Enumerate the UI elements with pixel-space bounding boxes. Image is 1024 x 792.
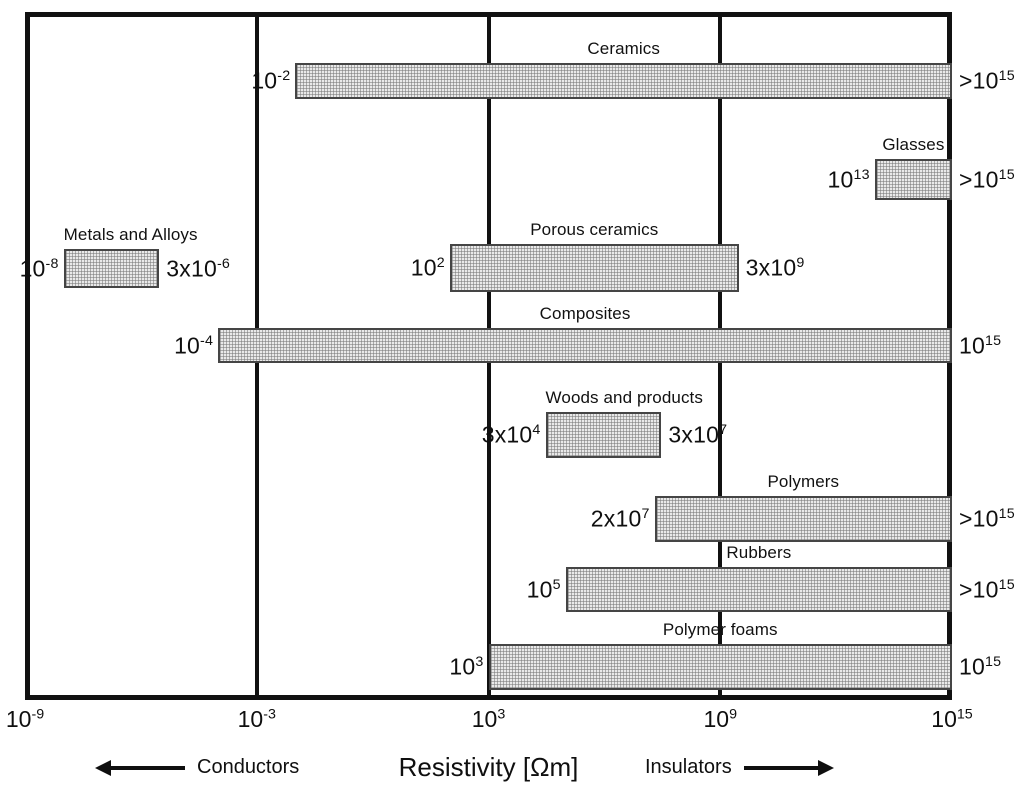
start-label-metals-and-alloys: 10-8 <box>19 255 59 281</box>
bar-glasses <box>874 159 952 200</box>
insulators-annotation: Insulators <box>645 756 834 779</box>
x-tick-1: 10-3 <box>237 706 276 732</box>
end-label-polymer-foams: 1015 <box>959 653 1002 680</box>
start-label-polymers: 2x107 <box>590 505 650 532</box>
bar-title-composites: Composites <box>539 304 631 323</box>
conductors-annotation: Conductors <box>95 756 299 779</box>
end-label-porous-ceramics: 3x109 <box>745 254 805 281</box>
start-label-woods-and-products: 3x104 <box>481 421 541 448</box>
bar-title-polymer-foams: Polymer foams <box>662 620 778 639</box>
right-arrow-icon <box>743 759 834 776</box>
x-tick-3: 109 <box>703 706 738 732</box>
x-axis-title: Resistivity [Ωm] <box>398 752 579 782</box>
start-label-composites: 10-4 <box>174 332 214 358</box>
start-label-glasses: 1013 <box>827 166 870 192</box>
bar-title-woods-and-products: Woods and products <box>545 388 703 407</box>
x-tick-4: 1015 <box>931 706 973 732</box>
x-tick-0: 10-9 <box>5 706 45 732</box>
bar-title-polymers: Polymers <box>767 472 840 491</box>
bar-woods-and-products <box>545 412 662 458</box>
end-label-polymers: >1015 <box>959 505 1015 532</box>
bar-title-glasses: Glasses <box>882 135 945 154</box>
end-label-metals-and-alloys: 3x10-6 <box>166 255 231 281</box>
bar-polymer-foams <box>488 644 952 690</box>
start-label-ceramics: 10-2 <box>251 67 291 94</box>
bar-porous-ceramics <box>449 244 739 292</box>
end-label-woods-and-products: 3x107 <box>668 421 728 448</box>
bar-title-rubbers: Rubbers <box>726 543 792 562</box>
start-label-polymer-foams: 103 <box>449 653 484 680</box>
start-label-porous-ceramics: 102 <box>410 254 445 281</box>
bar-metals-and-alloys <box>63 249 160 288</box>
conductors-label: Conductors <box>197 756 300 778</box>
end-label-ceramics: >1015 <box>959 67 1015 94</box>
left-arrow-icon <box>95 759 185 776</box>
bar-ceramics <box>295 63 952 99</box>
bar-title-ceramics: Ceramics <box>587 39 660 58</box>
insulators-label: Insulators <box>645 756 732 778</box>
x-tick-2: 103 <box>471 706 506 732</box>
end-label-rubbers: >1015 <box>959 576 1015 602</box>
bar-rubbers <box>565 567 952 612</box>
end-label-glasses: >1015 <box>959 166 1015 192</box>
axis-footer: Resistivity [Ωm] Conductors Insulators <box>25 752 952 788</box>
bar-title-porous-ceramics: Porous ceramics <box>530 220 659 239</box>
bar-title-metals-and-alloys: Metals and Alloys <box>63 225 198 244</box>
bar-polymers <box>654 496 952 542</box>
end-label-composites: 1015 <box>959 332 1002 358</box>
start-label-rubbers: 105 <box>526 576 561 602</box>
bar-composites <box>218 328 952 363</box>
